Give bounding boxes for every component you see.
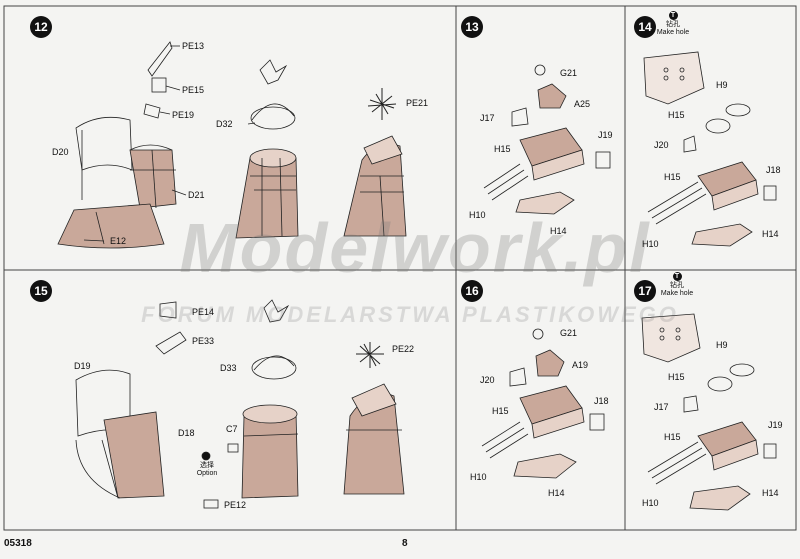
watermark-logo: Modelwork.pl [179, 209, 651, 287]
option-note: 选择 Option [192, 462, 222, 478]
part-label-j19: J19 [598, 130, 613, 140]
make-hole-note-17: T 钻孔 Make hole [652, 272, 702, 298]
part-label-pe14: PE14 [192, 307, 215, 317]
part-label-d21: D21 [188, 190, 205, 200]
part-label-h9: H9 [716, 80, 728, 90]
part-label-h15: H15 [492, 406, 509, 416]
drill-icon: T [672, 272, 682, 281]
make-hole-note-14: T 钻孔 Make hole [648, 11, 698, 37]
part-label-h10: H10 [642, 239, 659, 249]
part-label-d19: D19 [74, 361, 91, 371]
panel-grid [3, 5, 797, 531]
part-label-pe33: PE33 [192, 336, 215, 346]
part-label-d18: D18 [178, 428, 195, 438]
part-label-j20: J20 [480, 375, 495, 385]
part-label-d20: D20 [52, 147, 69, 157]
part-label-j20: J20 [654, 140, 669, 150]
part-label-h14: H14 [762, 229, 779, 239]
part-label-h14: H14 [550, 226, 567, 236]
step-badge-16: 16 [461, 280, 483, 302]
part-label-h15: H15 [664, 172, 681, 182]
part-label-pe15: PE15 [182, 85, 205, 95]
part-label-pe22: PE22 [392, 344, 415, 354]
step-badge-13: 13 [461, 16, 483, 38]
part-label-d32: D32 [216, 119, 233, 129]
part-label-j17: J17 [480, 113, 495, 123]
part-label-a19: A19 [572, 360, 589, 370]
make-hole-cn: 钻孔 [666, 21, 680, 28]
part-label-a25: A25 [574, 99, 591, 109]
part-label-h15: H15 [664, 432, 681, 442]
part-label-j19: J19 [768, 420, 783, 430]
make-hole-text: Make hole [656, 29, 690, 36]
option-cn: 选择 [200, 462, 214, 469]
part-label-h15: H15 [668, 110, 685, 120]
part-label-j18: J18 [594, 396, 609, 406]
part-label-h9: H9 [716, 340, 728, 350]
step-badge-17: 17 [634, 280, 656, 302]
part-label-pe21: PE21 [406, 98, 429, 108]
part-label-e12: E12 [110, 236, 127, 246]
part-label-c7: C7 [226, 424, 238, 434]
part-label-pe19: PE19 [172, 110, 195, 120]
part-label-d33: D33 [220, 363, 237, 373]
product-code: 05318 [4, 538, 32, 549]
step-badge-15: 15 [30, 280, 52, 302]
part-label-j17: J17 [654, 402, 669, 412]
watermark-subtitle: FORUM MODELARSTWA PLASTIKOWEGO [141, 302, 679, 327]
part-label-h10: H10 [470, 472, 487, 482]
part-label-j18: J18 [766, 165, 781, 175]
part-label-h14: H14 [762, 488, 779, 498]
part-label-pe12: PE12 [224, 500, 247, 510]
make-hole-cn: 钻孔 [670, 282, 684, 289]
page-number: 8 [402, 538, 408, 549]
make-hole-text: Make hole [660, 290, 694, 297]
part-label-h15: H15 [494, 144, 511, 154]
part-label-g21: G21 [560, 328, 578, 338]
option-text: Option [196, 470, 218, 477]
part-label-pe13: PE13 [182, 41, 205, 51]
step-badge-14: 14 [634, 16, 656, 38]
part-label-h10: H10 [642, 498, 659, 508]
part-label-g21: G21 [560, 68, 578, 78]
part-label-h10: H10 [469, 210, 486, 220]
part-label-h15: H15 [668, 372, 685, 382]
drill-icon: T [668, 11, 678, 20]
step-badge-12: 12 [30, 16, 52, 38]
part-label-h14: H14 [548, 488, 565, 498]
